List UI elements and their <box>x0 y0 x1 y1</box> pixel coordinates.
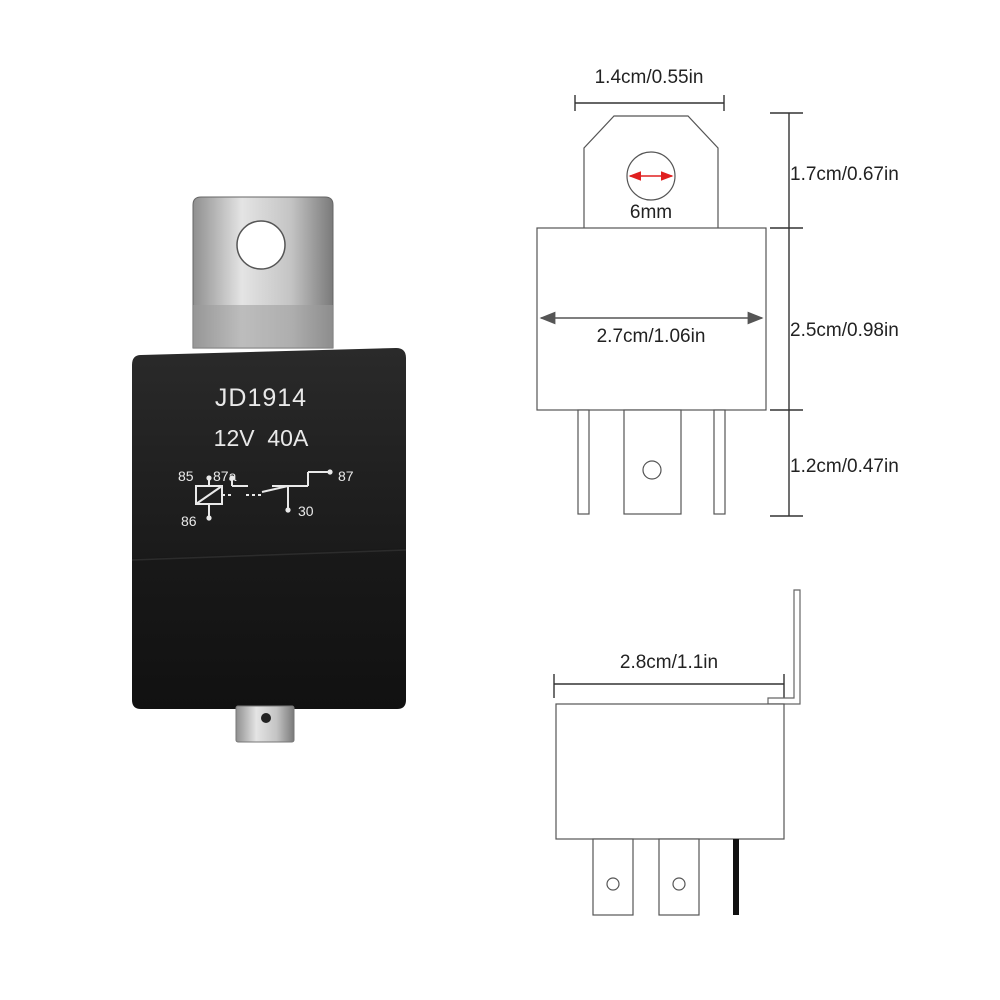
tab-width-label: 1.4cm/0.55in <box>595 67 704 88</box>
front-view-drawing: 1.4cm/0.55in 6mm 2.7cm/1.06in 1.7cm/0.67… <box>536 67 899 517</box>
tab-height-label: 1.7cm/0.67in <box>790 164 899 185</box>
pin-86-label: 86 <box>181 513 197 529</box>
bracket-hole <box>236 220 286 270</box>
side-pin-edge <box>733 839 739 915</box>
pin-87a-label: 87a <box>213 468 237 484</box>
side-view-drawing: 2.8cm/1.1in <box>553 589 801 916</box>
pin-30-label: 30 <box>298 503 314 519</box>
body-height-label: 2.5cm/0.98in <box>790 320 899 341</box>
pin-85-label: 85 <box>178 468 194 484</box>
side-body-outline <box>555 703 785 840</box>
pin-87-label: 87 <box>338 468 354 484</box>
relay-photo: JD1914 12V 40A 85 87a 87 86 <box>131 196 407 743</box>
relay-model-label: JD1914 <box>215 384 307 412</box>
pin-left <box>577 409 590 515</box>
relay-schematic <box>195 471 328 518</box>
pin-right <box>713 409 726 515</box>
pin-length-label: 1.2cm/0.47in <box>790 456 899 477</box>
body-length-label: 2.8cm/1.1in <box>620 652 718 673</box>
relay-body-front <box>132 548 406 709</box>
hole-diameter-label: 6mm <box>630 202 672 223</box>
relay-rating-label: 12V 40A <box>214 425 309 451</box>
schematic-pin-dots <box>206 469 333 521</box>
relay-terminal <box>235 705 295 743</box>
relay-body-top <box>132 348 406 560</box>
body-width-label: 2.7cm/1.06in <box>597 326 706 347</box>
body-outline <box>536 227 767 411</box>
bracket-bend <box>193 305 333 348</box>
side-pin-right <box>658 838 700 916</box>
side-pin-left <box>592 838 634 916</box>
